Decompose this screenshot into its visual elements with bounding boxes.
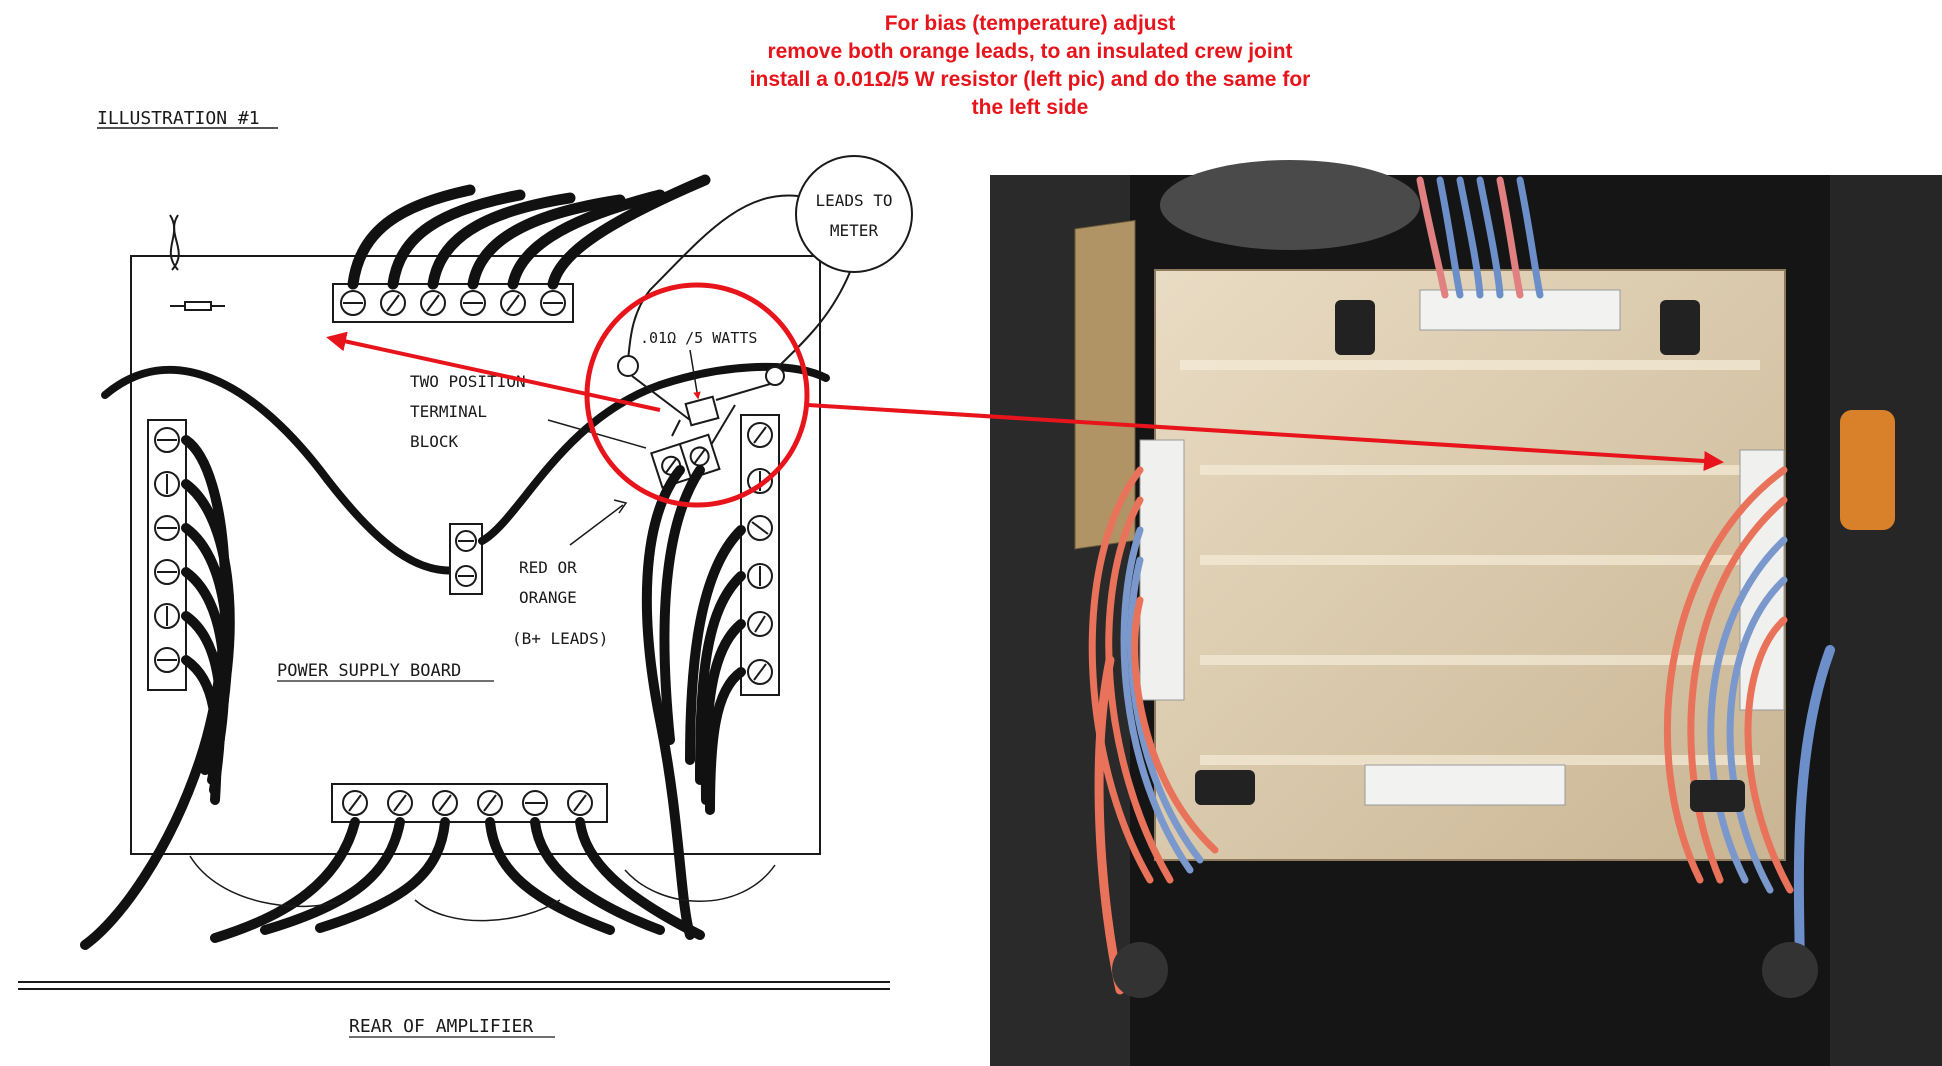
top-terminal-strip bbox=[332, 283, 574, 323]
rear-arcs bbox=[189, 855, 776, 922]
note-line-3: install a 0.01Ω/5 W resistor (left pic) … bbox=[749, 68, 1311, 91]
meter-label-line-2: METER bbox=[830, 221, 879, 240]
power-supply-board-outline bbox=[130, 255, 821, 855]
red-annotations bbox=[326, 282, 1724, 508]
terminal-label-line-2: TERMINAL bbox=[410, 402, 487, 421]
two-position-terminal-block bbox=[650, 433, 721, 489]
terminal-label-line-3: BLOCK bbox=[410, 432, 459, 451]
note-line-2: remove both orange leads, to an insulate… bbox=[767, 40, 1293, 63]
left-terminal-strip bbox=[147, 419, 187, 691]
meter-lead-2 bbox=[774, 271, 851, 371]
note-line-4: the left side bbox=[971, 96, 1089, 119]
leads-label-line-1: RED OR bbox=[519, 558, 577, 577]
meter-label-line-1: LEADS TO bbox=[815, 191, 892, 210]
resistor-label: .01Ω /5 WATTS bbox=[640, 329, 757, 347]
right-terminal-strip bbox=[740, 414, 780, 696]
arrow-to-board-top bbox=[326, 331, 661, 412]
rear-of-amplifier-label: REAR OF AMPLIFIER bbox=[349, 1016, 533, 1037]
fuse-symbol bbox=[169, 214, 225, 311]
left-wire-bundle bbox=[80, 435, 235, 950]
leads-label-line-2: ORANGE bbox=[519, 588, 577, 607]
top-wire-bundle bbox=[347, 174, 711, 290]
leads-to-meter-bubble: LEADS TO METER bbox=[795, 155, 913, 273]
bottom-terminal-strip bbox=[331, 783, 608, 823]
bottom-wire-bundle bbox=[210, 817, 705, 943]
right-wire-bundle bbox=[641, 465, 746, 940]
bias-resistor bbox=[617, 355, 785, 461]
center-terminal-block bbox=[449, 523, 483, 595]
amplifier-photo bbox=[990, 160, 1942, 1066]
leads-label-line-3: (B+ LEADS) bbox=[512, 629, 608, 648]
meter-lead-1 bbox=[627, 194, 799, 361]
illustration-title: ILLUSTRATION #1 bbox=[97, 108, 260, 129]
meter-wire-left bbox=[101, 365, 464, 575]
arrow-to-photo-strip bbox=[807, 403, 1724, 471]
note-line-1: For bias (temperature) adjust bbox=[884, 12, 1176, 35]
power-supply-board-label: POWER SUPPLY BOARD bbox=[277, 661, 461, 681]
terminal-label-line-1: TWO POSITION bbox=[410, 372, 526, 391]
schematic-diagram: ILLUSTRATION #1 bbox=[18, 108, 913, 1038]
bias-adjust-note: For bias (temperature) adjust remove bot… bbox=[690, 10, 1370, 122]
